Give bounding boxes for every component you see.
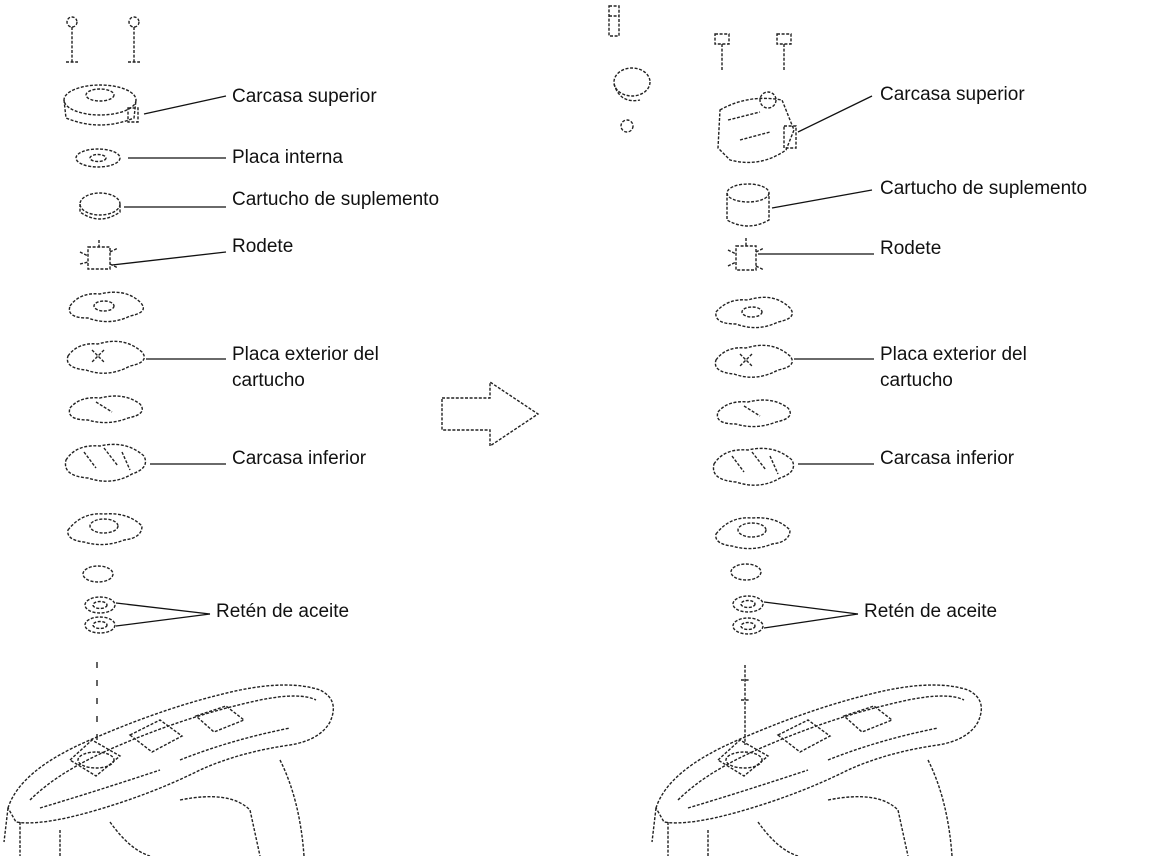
left-oil-seals <box>84 596 116 634</box>
left-leader-lines <box>111 95 227 627</box>
arrow-right-icon <box>441 380 540 448</box>
label-left-shim-cartridge: Cartucho de suplemento <box>232 189 440 210</box>
label-right-outer-plate-line1: Placa exterior del <box>880 344 1027 365</box>
right-shim-cartridge <box>726 183 770 227</box>
label-right-oil-seal: Retén de aceite <box>864 601 998 622</box>
label-left-oil-seal: Retén de aceite <box>216 601 350 622</box>
label-left-outer-plate-line1: Placa exterior del <box>232 344 379 365</box>
left-lower-housing <box>64 443 147 482</box>
right-oil-seals <box>732 595 764 635</box>
left-outer-plate <box>66 340 145 374</box>
right-drive-shaft <box>741 665 749 745</box>
right-gasket-2 <box>716 399 791 428</box>
left-assembly <box>3 16 334 856</box>
left-gearcase <box>3 684 334 856</box>
label-right-upper-housing: Carcasa superior <box>880 84 1025 105</box>
right-gearcase <box>651 684 982 856</box>
right-base-gasket <box>715 517 791 550</box>
right-outer-plate <box>714 344 793 378</box>
label-left-inner-plate: Placa interna <box>232 147 343 168</box>
left-gasket-2 <box>68 395 143 424</box>
right-lower-housing <box>712 447 795 486</box>
label-left-outer-plate-line2: cartucho <box>232 370 305 391</box>
label-right-outer-plate-line2: cartucho <box>880 370 953 391</box>
label-right-shim-cartridge: Cartucho de suplemento <box>880 178 1088 199</box>
right-gasket-1 <box>715 296 793 329</box>
left-inner-plate <box>75 148 121 168</box>
right-leader-lines <box>758 95 874 629</box>
left-o-ring <box>82 565 114 583</box>
left-impeller <box>79 240 119 270</box>
right-upper-housing <box>717 91 797 164</box>
right-impeller <box>727 238 765 271</box>
label-right-impeller: Rodete <box>880 238 942 259</box>
right-assembly <box>608 5 982 856</box>
left-gasket-1 <box>68 291 144 323</box>
label-left-upper-housing: Carcasa superior <box>232 86 377 107</box>
label-right-lower-housing: Carcasa inferior <box>880 448 1015 469</box>
left-bolts <box>66 16 140 63</box>
label-left-lower-housing: Carcasa inferior <box>232 448 367 469</box>
left-shim-cartridge <box>79 192 121 220</box>
right-bolts <box>608 5 792 70</box>
right-o-ring <box>730 563 762 581</box>
right-side-cap <box>613 67 651 133</box>
left-upper-housing <box>63 84 139 126</box>
left-base-gasket <box>67 513 143 546</box>
label-left-impeller: Rodete <box>232 236 294 257</box>
